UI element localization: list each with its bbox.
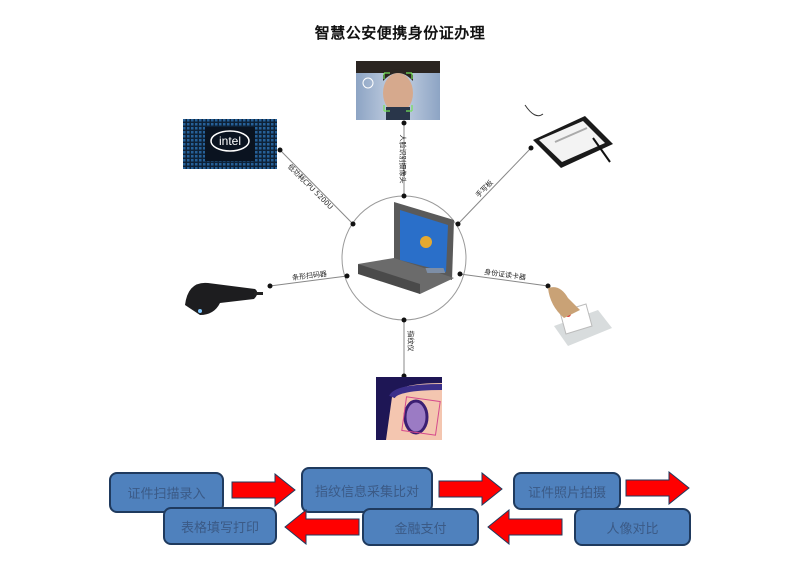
- flow-step-label: 金融支付: [394, 521, 447, 537]
- node-dot: [545, 283, 551, 289]
- label-face: 人脸识别摄像头: [398, 134, 407, 184]
- node-dot: [401, 120, 407, 126]
- node-dot: [528, 145, 534, 151]
- barcode-scanner-image: [180, 275, 265, 320]
- label-finger: 指纹仪: [406, 330, 415, 352]
- node-dot: [455, 221, 461, 227]
- intel-logo-text: intel: [219, 134, 241, 148]
- node-dot: [344, 273, 350, 279]
- flow-step-label: 证件照片拍摄: [527, 485, 606, 501]
- flow-arrow-left: [487, 509, 563, 545]
- line-tablet: [457, 147, 532, 225]
- flow-step-fingerprint: 指纹信息采集比对: [301, 467, 433, 513]
- line-idreader: [459, 273, 549, 287]
- flow-arrow-right: [231, 473, 296, 507]
- signature-pad-image: [515, 100, 620, 175]
- flow-step-label: 人像对比: [606, 521, 659, 537]
- flow-step-label: 表格填写打印: [180, 520, 259, 536]
- flow-step-face-compare: 人像对比: [574, 508, 691, 546]
- fingerprint-scanner-image: [376, 377, 442, 440]
- line-cpu: [279, 149, 354, 225]
- flow-arrow-right: [625, 471, 690, 505]
- node-dot: [350, 221, 356, 227]
- flow-step-payment: 金融支付: [362, 508, 479, 546]
- node-dot: [401, 317, 407, 323]
- id-card-reader-image: [540, 282, 615, 350]
- node-dot: [267, 283, 273, 289]
- flow-step-form-print: 表格填写打印: [163, 507, 277, 545]
- line-scanner: [269, 275, 348, 287]
- flow-arrow-left: [284, 509, 360, 545]
- node-dot: [277, 147, 283, 153]
- face-camera-image: [356, 61, 440, 120]
- flow-arrow-right: [438, 472, 503, 506]
- flow-step-label: 证件扫描录入: [127, 487, 206, 502]
- node-dot: [457, 271, 463, 277]
- node-dot: [401, 193, 407, 199]
- flow-step-photo: 证件照片拍摄: [513, 472, 621, 510]
- flow-step-label: 指纹信息采集比对: [314, 484, 419, 500]
- intel-cpu-image: intel: [183, 119, 277, 169]
- page-title: 智慧公安便携身份证办理: [314, 24, 486, 42]
- rugged-laptop-image: [354, 198, 459, 298]
